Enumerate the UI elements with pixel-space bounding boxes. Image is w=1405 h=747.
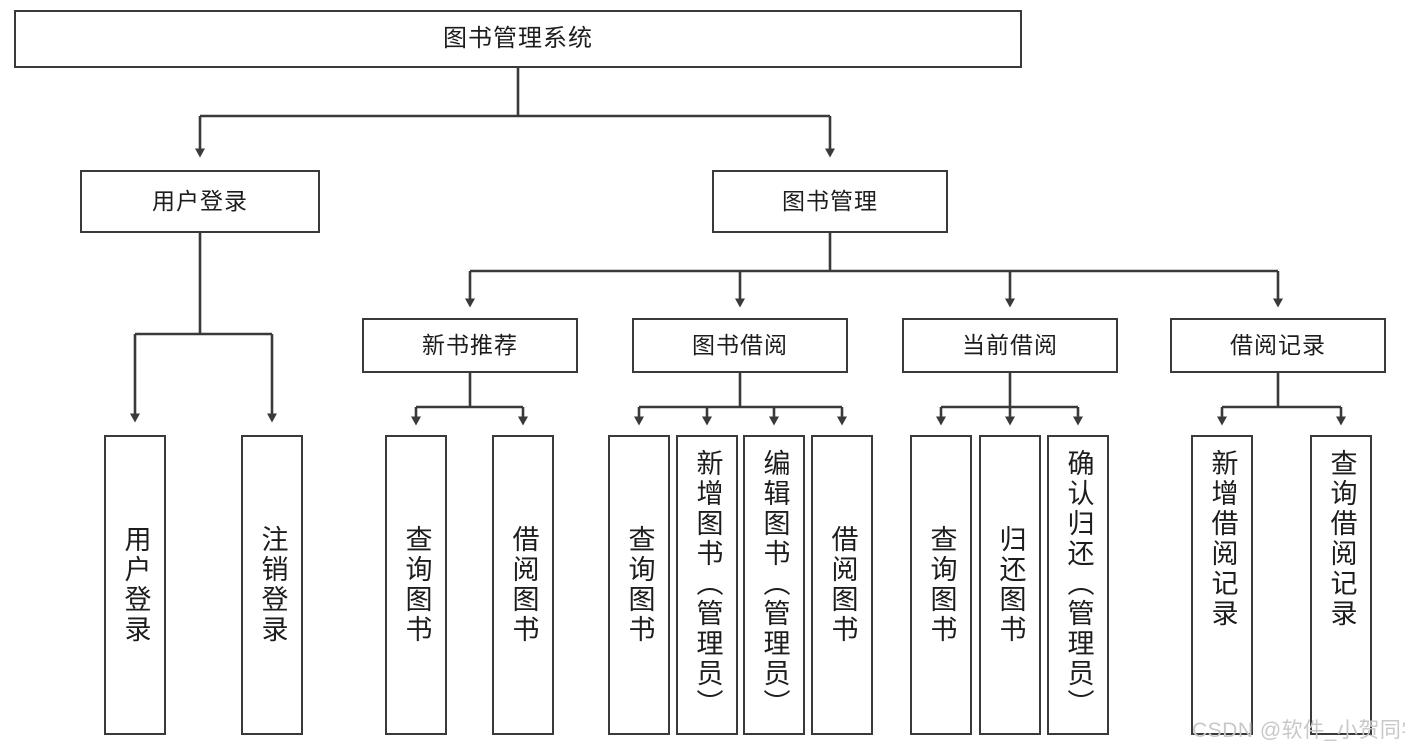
- node-leaf-borrow-book-1-label: 借阅图书: [508, 525, 539, 645]
- node-user-login[interactable]: 用户登录: [80, 170, 320, 233]
- node-leaf-add-record-label: 新增借阅记录: [1207, 449, 1238, 629]
- node-book-manage[interactable]: 图书管理: [712, 170, 948, 233]
- node-leaf-borrow-book-2[interactable]: 借阅图书: [811, 435, 873, 735]
- node-leaf-add-record[interactable]: 新增借阅记录: [1191, 435, 1253, 735]
- node-root-label: 图书管理系统: [443, 24, 593, 52]
- node-current-borrow[interactable]: 当前借阅: [902, 318, 1118, 373]
- node-leaf-query-book-3-label: 查询图书: [926, 525, 957, 645]
- node-leaf-query-record[interactable]: 查询借阅记录: [1310, 435, 1372, 735]
- node-new-book-recommend[interactable]: 新书推荐: [362, 318, 578, 373]
- node-borrow-record[interactable]: 借阅记录: [1170, 318, 1386, 373]
- node-leaf-borrow-book-2-label: 借阅图书: [827, 525, 858, 645]
- node-user-login-label: 用户登录: [152, 187, 248, 214]
- node-leaf-query-book-1[interactable]: 查询图书: [385, 435, 447, 735]
- node-borrow-record-label: 借阅记录: [1230, 331, 1326, 358]
- node-book-manage-label: 图书管理: [782, 187, 878, 214]
- node-leaf-edit-book[interactable]: 编辑图书（管理员）: [743, 435, 805, 735]
- node-new-book-recommend-label: 新书推荐: [422, 331, 518, 358]
- node-root[interactable]: 图书管理系统: [14, 10, 1022, 68]
- node-leaf-confirm-return-label: 确认归还（管理员）: [1063, 449, 1094, 719]
- node-leaf-user-login[interactable]: 用户登录: [104, 435, 166, 735]
- node-book-borrow-label: 图书借阅: [692, 331, 788, 358]
- node-leaf-add-book[interactable]: 新增图书（管理员）: [676, 435, 738, 735]
- node-leaf-query-book-3[interactable]: 查询图书: [910, 435, 972, 735]
- node-leaf-edit-book-label: 编辑图书（管理员）: [759, 449, 790, 719]
- node-leaf-query-book-2-label: 查询图书: [624, 525, 655, 645]
- node-leaf-logout-login[interactable]: 注销登录: [241, 435, 303, 735]
- node-book-borrow[interactable]: 图书借阅: [632, 318, 848, 373]
- node-leaf-user-login-label: 用户登录: [120, 525, 151, 645]
- node-leaf-borrow-book-1[interactable]: 借阅图书: [492, 435, 554, 735]
- node-current-borrow-label: 当前借阅: [962, 331, 1058, 358]
- node-leaf-confirm-return[interactable]: 确认归还（管理员）: [1047, 435, 1109, 735]
- node-leaf-query-book-1-label: 查询图书: [401, 525, 432, 645]
- node-leaf-return-book-label: 归还图书: [995, 525, 1026, 645]
- node-leaf-query-record-label: 查询借阅记录: [1326, 449, 1357, 629]
- node-leaf-add-book-label: 新增图书（管理员）: [692, 449, 723, 719]
- node-leaf-return-book[interactable]: 归还图书: [979, 435, 1041, 735]
- node-leaf-logout-login-label: 注销登录: [257, 525, 288, 645]
- node-leaf-query-book-2[interactable]: 查询图书: [608, 435, 670, 735]
- watermark: CSDN @软件_小贺同学: [1192, 719, 1405, 742]
